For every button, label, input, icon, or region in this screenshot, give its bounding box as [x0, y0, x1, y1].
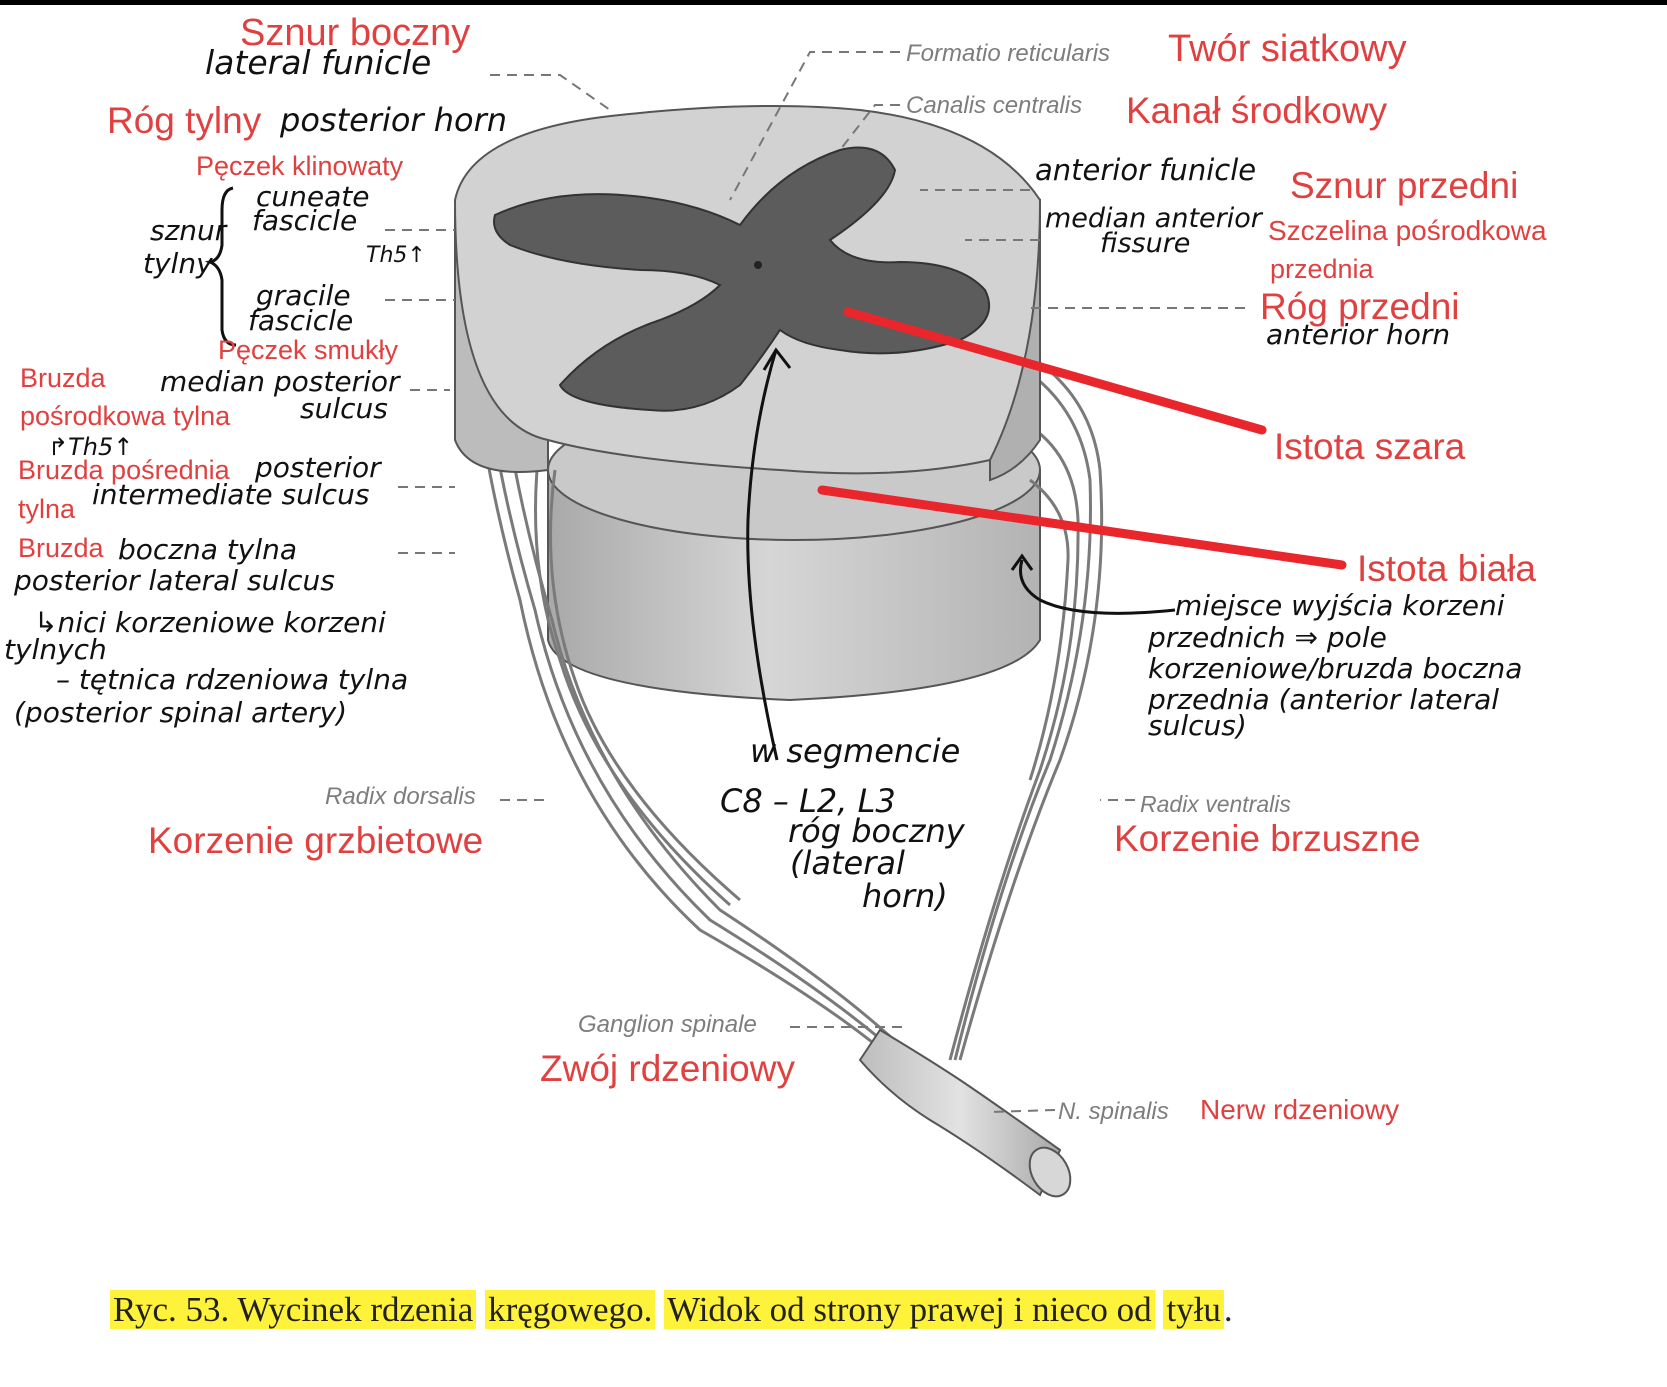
hand-miejsce-3: korzeniowe/bruzda boczna: [1148, 652, 1523, 685]
top-border: [0, 0, 1667, 5]
label-rog-przedni: Róg przedni: [1260, 286, 1460, 327]
red-pointers: [817, 307, 1347, 570]
label-twor-siatkowy: Twór siatkowy: [1168, 28, 1407, 70]
hand-segment-2: C8 – L2, L3: [720, 782, 896, 820]
hand-nici-1: ↳nici korzeniowe korzeni: [34, 606, 386, 639]
figure-caption: Ryc. 53. Wycinek rdzenia kręgowego. Wido…: [110, 1290, 1233, 1330]
hand-intermediate-sulcus: intermediate sulcus: [92, 478, 370, 511]
label-istota-biala: Istota biała: [1357, 548, 1536, 589]
caption-part-5: .: [1223, 1290, 1233, 1329]
handwritten-arrows: [204, 186, 1176, 761]
hand-anterior-horn: anterior horn: [1266, 318, 1451, 351]
label-zwoj-rdzeniowy: Zwój rdzeniowy: [540, 1048, 795, 1089]
hand-boczna-tylna: boczna tylna: [118, 533, 298, 566]
hand-posterior-horn: posterior horn: [280, 101, 508, 139]
hand-posterior-spinal-artery: (posterior spinal artery): [14, 696, 348, 729]
hand-posterior: posterior: [255, 451, 381, 484]
hand-anterior-funicle: anterior funicle: [1035, 153, 1257, 187]
label-sznur-boczny: Sznur boczny: [240, 12, 471, 54]
hand-miejsce-1: miejsce wyjścia korzeni: [1175, 589, 1505, 622]
caption-part-1: Ryc. 53. Wycinek rdzenia: [110, 1290, 477, 1329]
hand-median-anterior: median anterior: [1045, 203, 1262, 234]
central-canal: [754, 261, 762, 269]
label-szczelina-1: Szczelina pośrodkowa: [1268, 215, 1547, 246]
label-peczek-klinowaty: Pęczek klinowaty: [196, 151, 404, 181]
label-rog-tylny: Róg tylny: [107, 100, 262, 141]
hand-miejsce-4: przednia (anterior lateral: [1148, 683, 1500, 716]
label-istota-szara: Istota szara: [1274, 426, 1466, 467]
hand-sznur: sznur: [150, 214, 227, 247]
caption-part-4: tyłu: [1163, 1290, 1224, 1329]
label-canalis-centralis: Canalis centralis: [906, 92, 1083, 119]
label-formatio-reticularis: Formatio reticularis: [906, 40, 1111, 67]
caption-part-3: Widok od strony prawej i nieco od: [664, 1290, 1155, 1329]
label-radix-ventralis: Radix ventralis: [1140, 791, 1291, 817]
hand-tetnica: – tętnica rdzeniowa tylna: [56, 663, 409, 696]
ventral-roots: [948, 338, 1104, 1061]
hand-posterior-lateral-sulcus: posterior lateral sulcus: [14, 564, 335, 597]
label-ganglion-spinale: Ganglion spinale: [578, 1011, 757, 1038]
hand-miejsce-5: sulcus): [1148, 709, 1247, 742]
label-peczek-smukly: Pęczek smukły: [218, 335, 399, 365]
hand-gracile: gracile: [256, 279, 351, 312]
label-szczelina-2: przednia: [1270, 254, 1374, 284]
label-kanal-srodkowy: Kanał środkowy: [1126, 90, 1388, 131]
hand-segment-4: (lateral: [790, 844, 905, 882]
hand-miejsce-2: przednich ⇒ pole: [1148, 621, 1387, 654]
label-n-spinalis: N. spinalis: [1058, 1098, 1169, 1125]
hand-fascicle-2: fascicle: [248, 304, 354, 337]
label-korzenie-grzbietowe: Korzenie grzbietowe: [148, 820, 484, 861]
hand-sulcus-1: sulcus: [300, 392, 388, 425]
grey-matter-butterfly: [493, 146, 990, 412]
caption-part-2: kręgowego.: [485, 1290, 656, 1329]
hand-tylny: tylny: [143, 247, 213, 280]
label-bruzda-posrednia-1: Bruzda pośrednia: [18, 455, 230, 485]
hand-cuneate: cuneate: [256, 180, 370, 213]
label-nerw-rdzeniowy: Nerw rdzeniowy: [1200, 1094, 1400, 1125]
hand-segment-5: horn): [862, 877, 948, 915]
label-bruzda-posrednia-2: tylna: [18, 494, 76, 524]
hand-lateral-funicle: lateral funicle: [205, 43, 432, 82]
label-radix-dorsalis: Radix dorsalis: [325, 783, 476, 810]
hand-fissure: fissure: [1100, 228, 1191, 259]
label-bruzda-boczna: Bruzda: [18, 533, 104, 563]
hand-median-posterior: median posterior: [160, 365, 400, 398]
hand-th5-2: ↱Th5↑: [48, 433, 134, 461]
label-korzenie-brzuszne: Korzenie brzuszne: [1114, 818, 1421, 859]
hand-segment-1: w segmencie: [750, 732, 961, 770]
label-bruzda-posrodkowa-2: pośrodkowa tylna: [20, 401, 231, 431]
label-bruzda-posrodkowa-1: Bruzda: [20, 363, 106, 393]
hand-nici-2: tylnych: [4, 633, 107, 666]
hand-segment-3: róg boczny: [788, 812, 965, 850]
leader-lines: [385, 51, 1245, 1113]
label-sznur-przedni: Sznur przedni: [1290, 165, 1519, 206]
hand-th5-1: Th5↑: [366, 243, 426, 268]
spinal-ganglion-and-nerve: [858, 1028, 1072, 1198]
hand-fascicle-1: fascicle: [252, 204, 358, 237]
